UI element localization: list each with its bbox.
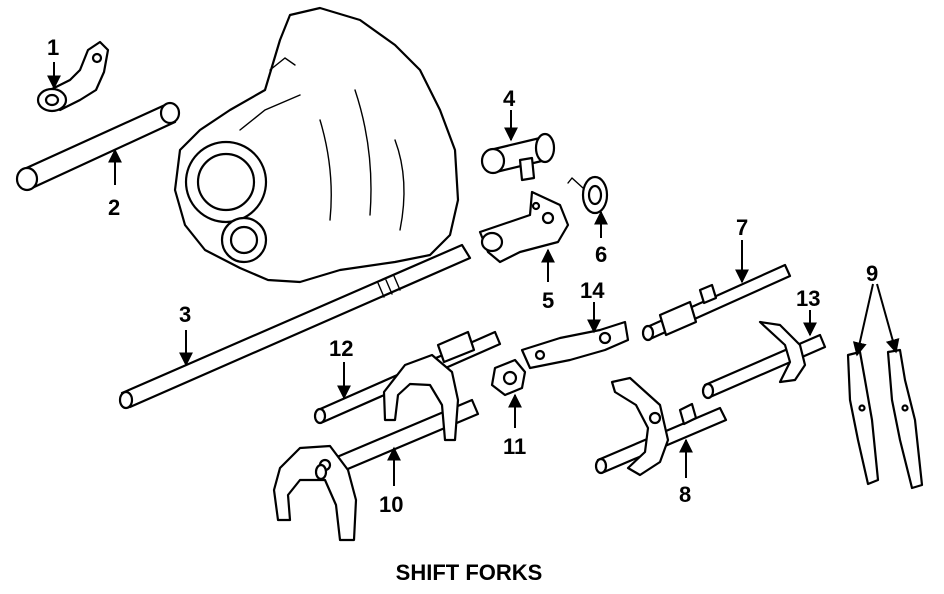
- transmission-case: [173, 6, 460, 284]
- part-4-shaft: [480, 132, 556, 182]
- callout-14: 14: [580, 278, 605, 303]
- leader-lines: [47, 62, 900, 486]
- part-11-detent: [490, 358, 527, 397]
- callout-9: 9: [866, 261, 878, 286]
- part-10-shift-fork: [272, 398, 480, 542]
- diagram-title: SHIFT FORKS: [396, 560, 543, 585]
- callout-7: 7: [736, 215, 748, 240]
- callout-10: 10: [379, 492, 403, 517]
- callout-5: 5: [542, 288, 554, 313]
- part-2-tube: [15, 101, 181, 192]
- callout-11: 11: [503, 434, 526, 459]
- part-14-lever-arm: [520, 320, 630, 370]
- part-3-shift-rod: [118, 243, 472, 410]
- callout-12: 12: [329, 336, 353, 361]
- callout-1: 1: [47, 35, 59, 60]
- callout-4: 4: [503, 86, 516, 111]
- part-8-shift-fork: [594, 376, 728, 477]
- callout-labels: 1 2 3 4 5 6 7 8 9 10 11 12 13 14: [47, 35, 878, 517]
- callout-3: 3: [179, 302, 191, 327]
- part-13-shift-rod: [701, 320, 827, 400]
- part-5-bracket: [478, 190, 570, 264]
- part-6-seal: [567, 175, 609, 215]
- callout-13: 13: [796, 286, 820, 311]
- callout-8: 8: [679, 482, 691, 507]
- part-12-shift-rod: [313, 330, 502, 442]
- part-1-shift-lever: [36, 40, 110, 113]
- part-7-shaft: [641, 263, 792, 342]
- callout-6: 6: [595, 242, 607, 267]
- callout-2: 2: [108, 195, 120, 220]
- part-9-fork-pads: [846, 348, 924, 490]
